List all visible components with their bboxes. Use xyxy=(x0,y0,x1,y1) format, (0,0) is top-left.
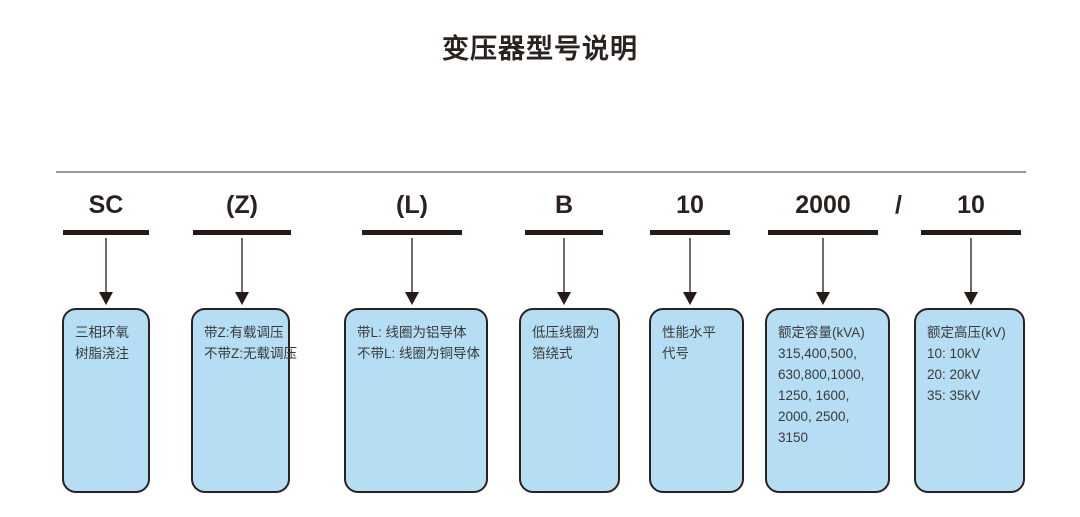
arrow-head xyxy=(816,292,830,305)
desc-line: 3150 xyxy=(778,430,809,445)
page-title: 变压器型号说明 xyxy=(442,34,638,64)
code-group-l: (L) xyxy=(362,188,462,235)
code-underline-sc xyxy=(63,230,149,235)
desc-line: 箔绕式 xyxy=(532,346,573,361)
arrow-stem xyxy=(970,238,972,293)
desc-line: 三相环氧 xyxy=(75,325,129,340)
desc-box-performance: 性能水平 代号 xyxy=(649,308,744,493)
desc-box-z: 带Z:有载调压 不带Z:无载调压 xyxy=(191,308,297,493)
code-group-z: (Z) xyxy=(193,188,291,235)
desc-box-sc: 三相环氧 树脂浇注 xyxy=(62,308,150,493)
arrow-l xyxy=(405,238,419,305)
arrow-head xyxy=(99,292,113,305)
code-label-l: (L) xyxy=(396,191,428,219)
code-underline-voltage xyxy=(921,230,1021,235)
arrow-stem xyxy=(411,238,413,293)
header-divider xyxy=(56,171,1026,173)
desc-box-voltage: 额定高压(kV) 10: 10kV 20: 20kV 35: 35kV xyxy=(914,308,1025,493)
separator-slash: / xyxy=(895,191,902,219)
desc-line: 代号 xyxy=(662,346,689,361)
code-label-sc: SC xyxy=(88,191,124,219)
desc-line: 35: 35kV xyxy=(927,388,981,403)
arrow-b xyxy=(557,238,571,305)
code-label-b: B xyxy=(554,191,574,219)
desc-line: 10: 10kV xyxy=(927,346,981,361)
arrow-stem xyxy=(689,238,691,293)
desc-line: 额定高压(kV) xyxy=(927,325,1006,340)
desc-box-l: 带L: 线圈为铝导体 不带L: 线圈为铜导体 xyxy=(344,308,488,493)
code-underline-capacity xyxy=(768,230,878,235)
code-group-voltage: 10 xyxy=(921,188,1021,235)
code-label-voltage: 10 xyxy=(957,191,985,219)
desc-line: 1250, 1600, xyxy=(778,388,850,403)
arrow-stem xyxy=(822,238,824,293)
arrow-head xyxy=(235,292,249,305)
code-underline-performance xyxy=(650,230,730,235)
desc-line: 不带L: 线圈为铜导体 xyxy=(357,346,481,361)
arrow-capacity xyxy=(816,238,830,305)
arrow-head xyxy=(964,292,978,305)
desc-line: 树脂浇注 xyxy=(75,346,129,361)
desc-line: 额定容量(kVA) xyxy=(778,325,865,340)
arrow-stem xyxy=(241,238,243,293)
code-group-b: B xyxy=(525,188,603,235)
desc-line: 低压线圈为 xyxy=(532,325,600,340)
desc-line: 2000, 2500, xyxy=(778,409,850,424)
code-group-sc: SC xyxy=(63,188,149,235)
arrow-stem xyxy=(563,238,565,293)
desc-line: 315,400,500, xyxy=(778,346,857,361)
code-underline-l xyxy=(362,230,462,235)
desc-line: 带Z:有载调压 xyxy=(204,325,284,340)
code-label-z: (Z) xyxy=(226,191,258,219)
desc-line: 带L: 线圈为铝导体 xyxy=(357,325,467,340)
desc-box-capacity: 额定容量(kVA) 315,400,500, 630,800,1000, 125… xyxy=(765,308,890,493)
arrow-z xyxy=(235,238,249,305)
code-underline-z xyxy=(193,230,291,235)
arrow-head xyxy=(557,292,571,305)
arrow-stem xyxy=(105,238,107,293)
desc-line: 20: 20kV xyxy=(927,367,981,382)
desc-box-b: 低压线圈为 箔绕式 xyxy=(519,308,620,493)
desc-line: 不带Z:无载调压 xyxy=(204,346,297,361)
arrow-sc xyxy=(99,238,113,305)
desc-line: 630,800,1000, xyxy=(778,367,865,382)
arrow-performance xyxy=(683,238,697,305)
arrow-head xyxy=(683,292,697,305)
code-underline-b xyxy=(525,230,603,235)
arrow-head xyxy=(405,292,419,305)
desc-line: 性能水平 xyxy=(662,325,716,340)
code-label-performance: 10 xyxy=(676,191,704,219)
code-group-performance: 10 xyxy=(650,188,730,235)
code-group-capacity: 2000 xyxy=(768,188,878,235)
arrow-voltage xyxy=(964,238,978,305)
code-label-capacity: 2000 xyxy=(795,191,851,219)
